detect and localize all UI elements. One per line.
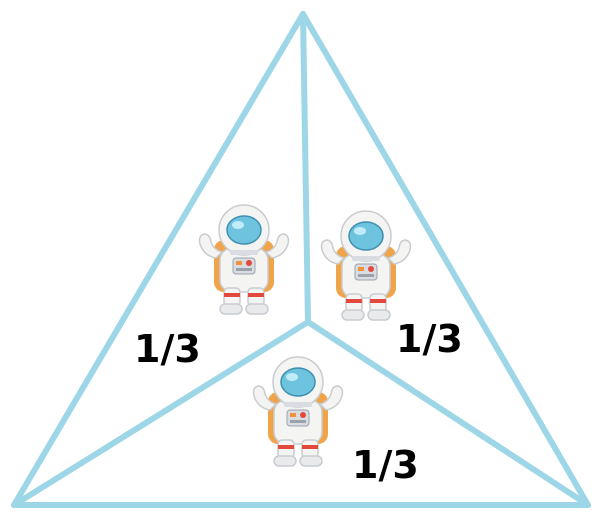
edge-top-left <box>11 11 306 508</box>
edge-center-left <box>11 319 311 508</box>
astronaut-icon <box>320 210 412 321</box>
edge-top-center <box>300 11 311 325</box>
astronaut-icon <box>198 204 290 315</box>
edge-center-right <box>305 319 591 508</box>
astronaut-icon <box>252 356 344 467</box>
fraction-label-right: 1/3 <box>396 317 463 361</box>
tetrahedron-outline <box>11 11 591 508</box>
fraction-label-bottom: 1/3 <box>352 443 419 487</box>
fraction-label-left: 1/3 <box>134 327 201 371</box>
edge-top-right <box>300 11 591 508</box>
